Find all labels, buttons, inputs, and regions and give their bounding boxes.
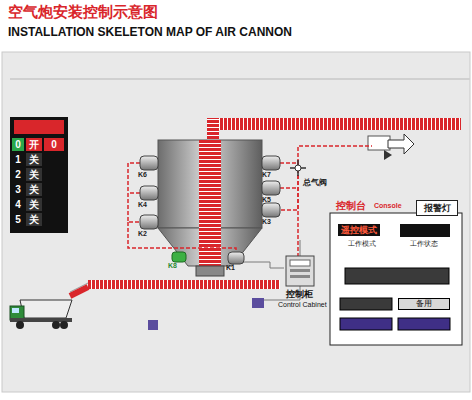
top-conveyor	[384, 150, 392, 160]
control-cabinet-text: 控制柜	[286, 289, 313, 299]
background-panel	[2, 52, 470, 392]
silo	[199, 140, 221, 270]
cabinet-wiring	[300, 240, 301, 256]
air-cannons	[262, 181, 280, 195]
console-panel	[398, 318, 450, 330]
top-conveyor	[388, 134, 414, 154]
status-screen	[400, 224, 450, 237]
background-panel	[2, 52, 470, 392]
console-panel	[340, 298, 392, 310]
truck	[52, 321, 60, 329]
switch-number: 3	[12, 183, 24, 196]
control-cabinet	[290, 275, 310, 278]
console: 控制台Console报警灯遥控模式工作模式工作状态备用	[330, 200, 462, 345]
valve-label: 总气阀	[302, 178, 328, 187]
truck	[10, 306, 24, 320]
mode-display-text: 工作模式	[348, 240, 376, 248]
air-cannons	[228, 252, 244, 264]
switch-state: 关	[26, 213, 42, 226]
truck	[16, 321, 24, 329]
switch-number: 0	[12, 138, 24, 151]
switch-state: 开	[26, 138, 42, 151]
switch-number: 2	[12, 168, 24, 181]
air-cannons	[140, 215, 158, 229]
air-cannons	[262, 156, 280, 170]
bottom-conveyor	[252, 298, 264, 308]
air-cannons	[172, 252, 186, 262]
spare-button-text: 备用	[416, 299, 432, 308]
switch-panel	[14, 120, 64, 134]
switch-number: 5	[12, 213, 24, 226]
control-cabinet	[286, 256, 314, 286]
cabinet-wiring	[244, 262, 284, 268]
console-text: Console	[374, 202, 402, 210]
air-cannons	[140, 156, 280, 264]
air-pipe	[298, 146, 372, 163]
air-valve	[290, 160, 306, 176]
control-cabinet: 控制柜 Control Cabinet	[276, 256, 336, 312]
control-cabinet	[290, 260, 310, 266]
cannon-label: K6	[138, 171, 147, 179]
bottom-conveyor	[148, 320, 158, 330]
switch-count: 0	[44, 138, 64, 151]
switch-number: 1	[12, 153, 24, 166]
top-conveyor	[207, 118, 461, 130]
control-cabinet	[290, 269, 310, 272]
status-display-text: 工作状态	[410, 240, 438, 248]
status-display: 工作状态	[398, 224, 456, 254]
top-conveyor	[368, 136, 390, 150]
console-panel	[330, 213, 462, 345]
cannon-label: K1	[226, 264, 235, 272]
diagram-title: 空气炮安装控制示意图	[8, 3, 158, 20]
air-pipe	[297, 175, 299, 256]
control-cabinet	[286, 256, 314, 286]
cannon-label: K5	[262, 196, 271, 204]
cannon-label: K7	[262, 171, 271, 179]
background-panel	[10, 78, 470, 80]
alarm-lamp-tab: 报警灯	[416, 200, 458, 216]
alarm-lamp-tab-text: 报警灯	[424, 203, 451, 213]
silo	[196, 266, 224, 276]
mode-display-text: 遥控模式	[338, 224, 380, 236]
bottom-conveyor	[70, 287, 88, 296]
bottom-conveyor	[88, 280, 280, 289]
subtitle: INSTALLATION SKELETON MAP OF AIR CANNON	[8, 26, 292, 40]
cannon-label: K2	[138, 230, 147, 238]
mode-display: 遥控模式工作模式	[336, 224, 394, 254]
air-valve	[295, 165, 301, 171]
truck	[12, 308, 19, 313]
console-text: 控制台	[336, 200, 366, 212]
spare-button: 备用	[398, 298, 450, 310]
switch-state: 关	[26, 198, 42, 211]
truck	[20, 300, 72, 318]
cannon-label: K4	[138, 201, 147, 209]
console-panel	[330, 213, 462, 345]
air-cannons	[140, 156, 158, 170]
air-cannons	[140, 186, 158, 200]
bottom-conveyor	[70, 280, 280, 330]
cannon-label: K3	[262, 218, 271, 226]
switch-state: 关	[26, 153, 42, 166]
truck	[60, 321, 68, 329]
silo	[158, 140, 262, 276]
truck	[10, 300, 72, 329]
console-panel	[340, 318, 392, 330]
cannon-label: K8	[168, 262, 177, 270]
control-cabinet-text: Control Cabinet	[278, 301, 327, 309]
air-valve	[290, 160, 306, 176]
switch-number: 4	[12, 198, 24, 211]
switch-state: 关	[26, 168, 42, 181]
switch-state: 关	[26, 183, 42, 196]
console-panel	[345, 268, 449, 284]
switch-panel	[10, 117, 68, 233]
air-cannons	[262, 203, 280, 217]
switch-panel	[10, 117, 68, 233]
